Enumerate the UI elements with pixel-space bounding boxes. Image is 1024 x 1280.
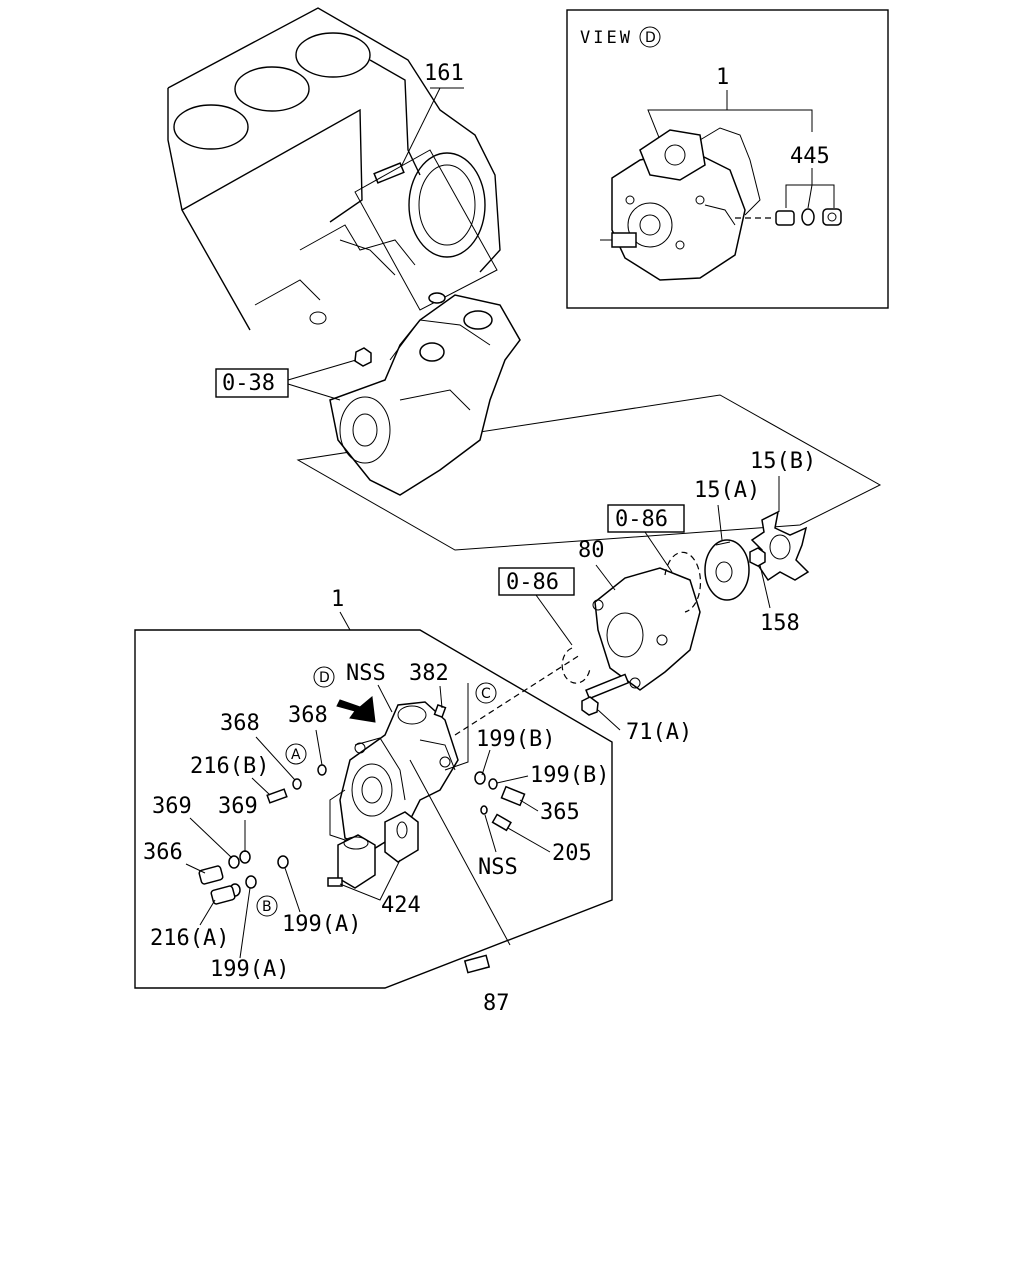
label-368-a: 368 <box>220 711 260 736</box>
label-nss-top: NSS <box>346 661 386 686</box>
label-366: 366 <box>143 840 183 865</box>
label-369-b: 369 <box>218 794 258 819</box>
label-368-b: 368 <box>288 703 328 728</box>
marker-c <box>475 682 497 704</box>
label-1: 1 <box>331 587 344 612</box>
view-word: VIEW <box>580 28 633 48</box>
pump-assembly-box <box>134 629 613 989</box>
marker-d-letter: D <box>319 670 330 686</box>
label-199b-1: 199(B) <box>476 727 555 752</box>
marker-b-letter: B <box>262 899 272 915</box>
pump-drawing <box>327 696 459 889</box>
label-158: 158 <box>760 611 800 636</box>
label-161: 161 <box>424 61 464 86</box>
view-part-1: 1 <box>716 65 729 90</box>
view-pump-drawing <box>600 127 842 281</box>
marker-b <box>256 895 278 917</box>
engine-block-drawing <box>167 7 501 331</box>
label-199a-2: 199(A) <box>210 957 289 982</box>
label-nss-bottom: NSS <box>478 855 518 880</box>
label-369-a: 369 <box>152 794 192 819</box>
label-216a: 216(A) <box>150 926 229 951</box>
label-424: 424 <box>381 893 421 918</box>
label-199a-1: 199(A) <box>282 912 361 937</box>
compressor-drawing <box>296 292 882 551</box>
label-216b: 216(B) <box>190 754 269 779</box>
label-87: 87 <box>483 991 510 1016</box>
marker-a-letter: A <box>291 747 301 763</box>
marker-a <box>285 743 307 765</box>
label-382: 382 <box>409 661 449 686</box>
label-199b-2: 199(B) <box>530 763 609 788</box>
ref-0-38: 0-38 <box>222 371 275 396</box>
marker-d <box>313 666 335 688</box>
label-15b: 15(B) <box>750 449 816 474</box>
coupling-drawing <box>561 510 810 716</box>
ref-0-86-a: 0-86 <box>615 507 668 532</box>
ref-box-0-86-a <box>607 504 685 533</box>
label-365: 365 <box>540 800 580 825</box>
view-circle-letter: D <box>645 30 656 46</box>
pump-fittings <box>198 764 526 974</box>
ref-0-86-b: 0-86 <box>506 570 559 595</box>
marker-c-letter: C <box>481 686 491 702</box>
view-circle <box>639 26 661 48</box>
view-d-inset: VIEW D 1 445 <box>566 9 889 309</box>
label-205: 205 <box>552 841 592 866</box>
label-15a: 15(A) <box>694 478 760 503</box>
view-part-445: 445 <box>790 144 830 169</box>
label-71a: 71(A) <box>626 720 692 745</box>
ref-box-0-38 <box>215 368 289 398</box>
label-80: 80 <box>578 538 605 563</box>
